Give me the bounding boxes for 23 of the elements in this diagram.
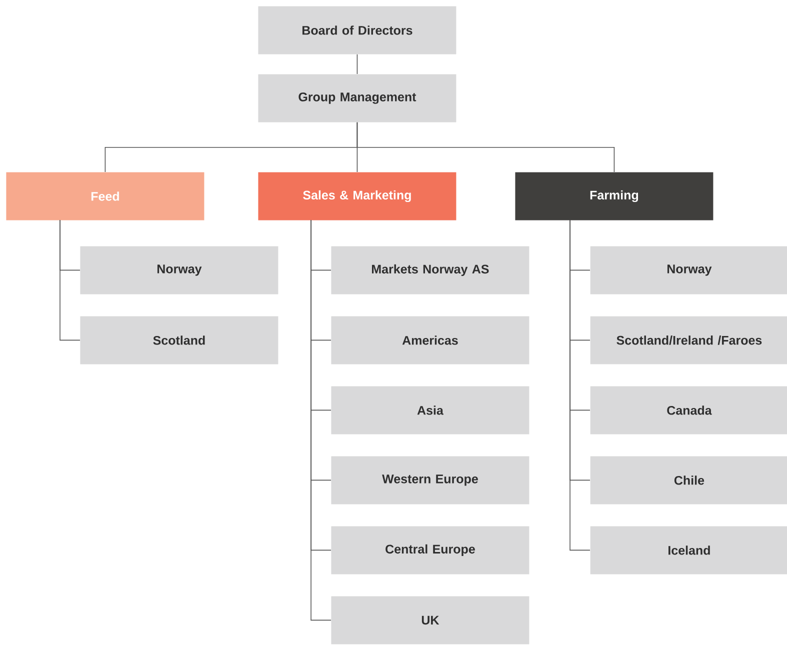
org-box: UK <box>331 596 530 644</box>
org-box: Farming <box>515 172 714 220</box>
connector-line <box>356 54 358 74</box>
org-box: Western Europe <box>331 456 530 504</box>
org-box: Sales & Marketing <box>258 172 456 220</box>
org-box: Norway <box>590 246 787 294</box>
org-box: Norway <box>80 246 278 294</box>
connector-line <box>60 220 80 341</box>
org-box: Central Europe <box>331 526 530 574</box>
org-box: Scotland/Ireland /Faroes <box>590 316 787 364</box>
connector-line <box>310 220 332 621</box>
org-box: Canada <box>590 386 787 434</box>
org-box: Markets Norway AS <box>331 246 530 294</box>
org-box: Chile <box>590 456 787 504</box>
org-box: Feed <box>6 172 204 220</box>
org-box: Asia <box>331 386 530 434</box>
org-box: Board of Directors <box>258 6 456 54</box>
org-box: Group Management <box>258 74 456 122</box>
org-box: Americas <box>331 316 530 364</box>
connector-line <box>570 220 590 551</box>
org-box: Iceland <box>590 526 787 574</box>
org-box: Scotland <box>80 316 278 364</box>
connector-line <box>356 122 615 172</box>
